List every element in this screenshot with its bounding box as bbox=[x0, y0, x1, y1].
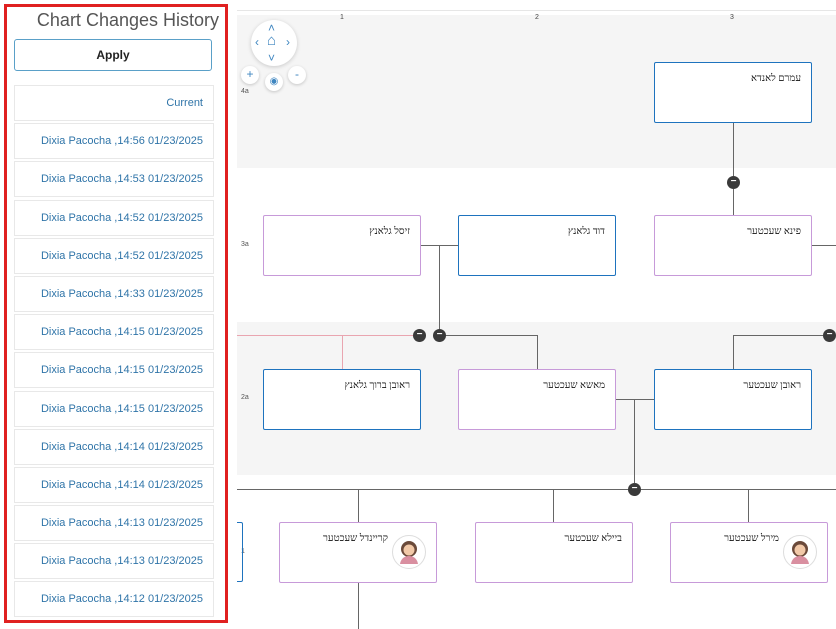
person-name: פינא שעכטער bbox=[747, 226, 801, 237]
connector-line bbox=[553, 489, 554, 522]
pan-down-icon[interactable]: ˅ bbox=[268, 51, 276, 65]
apply-button[interactable]: Apply bbox=[14, 39, 212, 71]
connector-line bbox=[537, 335, 538, 369]
person-card[interactable]: מירל שעכטער bbox=[670, 522, 828, 583]
generation-label: 4a bbox=[241, 88, 249, 95]
person-card[interactable]: ראובן ברוך גלאנץ bbox=[263, 369, 421, 430]
collapse-button[interactable]: − bbox=[628, 483, 641, 496]
person-card[interactable]: מאשא שעכטער bbox=[458, 369, 616, 430]
female-avatar-icon bbox=[392, 535, 426, 569]
person-card[interactable]: קריינדל שעכטער bbox=[279, 522, 437, 583]
connector-line bbox=[616, 399, 654, 400]
connector-line bbox=[358, 582, 359, 629]
person-name: מירל שעכטער bbox=[724, 533, 779, 544]
pan-control: ˄ ˅ ‹ › ⌂ bbox=[251, 20, 297, 66]
history-item[interactable]: Dixia Pacocha ,14:14 01/23/2025 bbox=[14, 466, 214, 503]
connector-line bbox=[342, 335, 343, 369]
history-item[interactable]: Dixia Pacocha ,14:12 01/23/2025 bbox=[14, 581, 214, 618]
history-item[interactable]: Dixia Pacocha ,14:13 01/23/2025 bbox=[14, 543, 214, 580]
connector-line bbox=[237, 335, 413, 336]
panel-title: Chart Changes History bbox=[36, 10, 219, 30]
column-number: 3 bbox=[730, 14, 734, 21]
person-card[interactable]: פינא שעכטער bbox=[654, 215, 812, 276]
history-item[interactable]: Dixia Pacocha ,14:15 01/23/2025 bbox=[14, 352, 214, 389]
eye-icon[interactable]: ◉ bbox=[265, 73, 283, 91]
person-name: עמרם לאנדא bbox=[751, 73, 801, 84]
pan-right-icon[interactable]: › bbox=[286, 35, 290, 49]
person-card[interactable]: עמרם לאנדא bbox=[654, 62, 812, 123]
history-item[interactable]: Dixia Pacocha ,14:15 01/23/2025 bbox=[14, 390, 214, 427]
history-item[interactable]: Dixia Pacocha ,14:33 01/23/2025 bbox=[14, 275, 214, 312]
history-item[interactable]: Dixia Pacocha ,14:52 01/23/2025 bbox=[14, 199, 214, 236]
generation-label: 3a bbox=[241, 241, 249, 248]
pan-up-icon[interactable]: ˄ bbox=[268, 21, 276, 35]
person-name: ראובן שעכטער bbox=[743, 380, 801, 391]
chart-top-divider bbox=[237, 10, 836, 11]
history-item[interactable]: Dixia Pacocha ,14:52 01/23/2025 bbox=[14, 237, 214, 274]
connector-line bbox=[733, 335, 734, 369]
zoom-out-button[interactable]: - bbox=[288, 66, 306, 84]
collapse-button[interactable]: − bbox=[433, 329, 446, 342]
person-name: ביילא שעכטער bbox=[564, 533, 622, 544]
history-item[interactable]: Dixia Pacocha ,14:53 01/23/2025 bbox=[14, 161, 214, 198]
connector-line bbox=[439, 245, 440, 329]
zoom-in-button[interactable]: + bbox=[241, 66, 259, 84]
person-name: קריינדל שעכטער bbox=[323, 533, 388, 544]
person-name: מאשא שעכטער bbox=[543, 380, 605, 391]
person-card[interactable]: ראובן שעכטער bbox=[654, 369, 812, 430]
pan-left-icon[interactable]: ‹ bbox=[255, 35, 259, 49]
generation-label: 2a bbox=[241, 394, 249, 401]
connector-line bbox=[358, 489, 359, 522]
person-name: זיסל גלאנץ bbox=[369, 226, 410, 237]
history-item[interactable]: Dixia Pacocha ,14:56 01/23/2025 bbox=[14, 123, 214, 160]
person-card[interactable]: דוד גלאנץ bbox=[458, 215, 616, 276]
connector-line bbox=[733, 122, 734, 176]
connector-line bbox=[748, 489, 749, 522]
collapse-button[interactable]: − bbox=[727, 176, 740, 189]
history-item[interactable]: Dixia Pacocha ,14:15 01/23/2025 bbox=[14, 314, 214, 351]
connector-line bbox=[445, 335, 538, 336]
history-item[interactable]: Dixia Pacocha ,14:14 01/23/2025 bbox=[14, 428, 214, 465]
connector-line bbox=[811, 245, 836, 246]
connector-line bbox=[733, 335, 823, 336]
connector-line bbox=[634, 399, 635, 483]
home-icon[interactable]: ⌂ bbox=[267, 32, 277, 49]
connector-line bbox=[733, 189, 734, 215]
side-card-edge bbox=[237, 522, 243, 582]
history-item-current[interactable]: Current bbox=[14, 85, 214, 121]
collapse-button[interactable]: − bbox=[823, 329, 836, 342]
connector-line bbox=[237, 489, 836, 490]
collapse-button[interactable]: − bbox=[413, 329, 426, 342]
person-name: ראובן ברוך גלאנץ bbox=[344, 380, 410, 391]
family-tree-chart[interactable]: 1 2 3 4a 3a 2a 1 עמרם לאנדא זיסל גלאנץ ד… bbox=[237, 0, 836, 629]
column-number: 1 bbox=[340, 14, 344, 21]
person-card[interactable]: זיסל גלאנץ bbox=[263, 215, 421, 276]
history-list: Current Dixia Pacocha ,14:56 01/23/2025 … bbox=[14, 85, 214, 620]
person-card[interactable]: ביילא שעכטער bbox=[475, 522, 633, 583]
history-item[interactable]: Dixia Pacocha ,14:13 01/23/2025 bbox=[14, 505, 214, 542]
person-name: דוד גלאנץ bbox=[567, 226, 605, 237]
chart-changes-history-panel: Chart Changes History Apply Current Dixi… bbox=[4, 4, 228, 623]
column-number: 2 bbox=[535, 14, 539, 21]
female-avatar-icon bbox=[783, 535, 817, 569]
